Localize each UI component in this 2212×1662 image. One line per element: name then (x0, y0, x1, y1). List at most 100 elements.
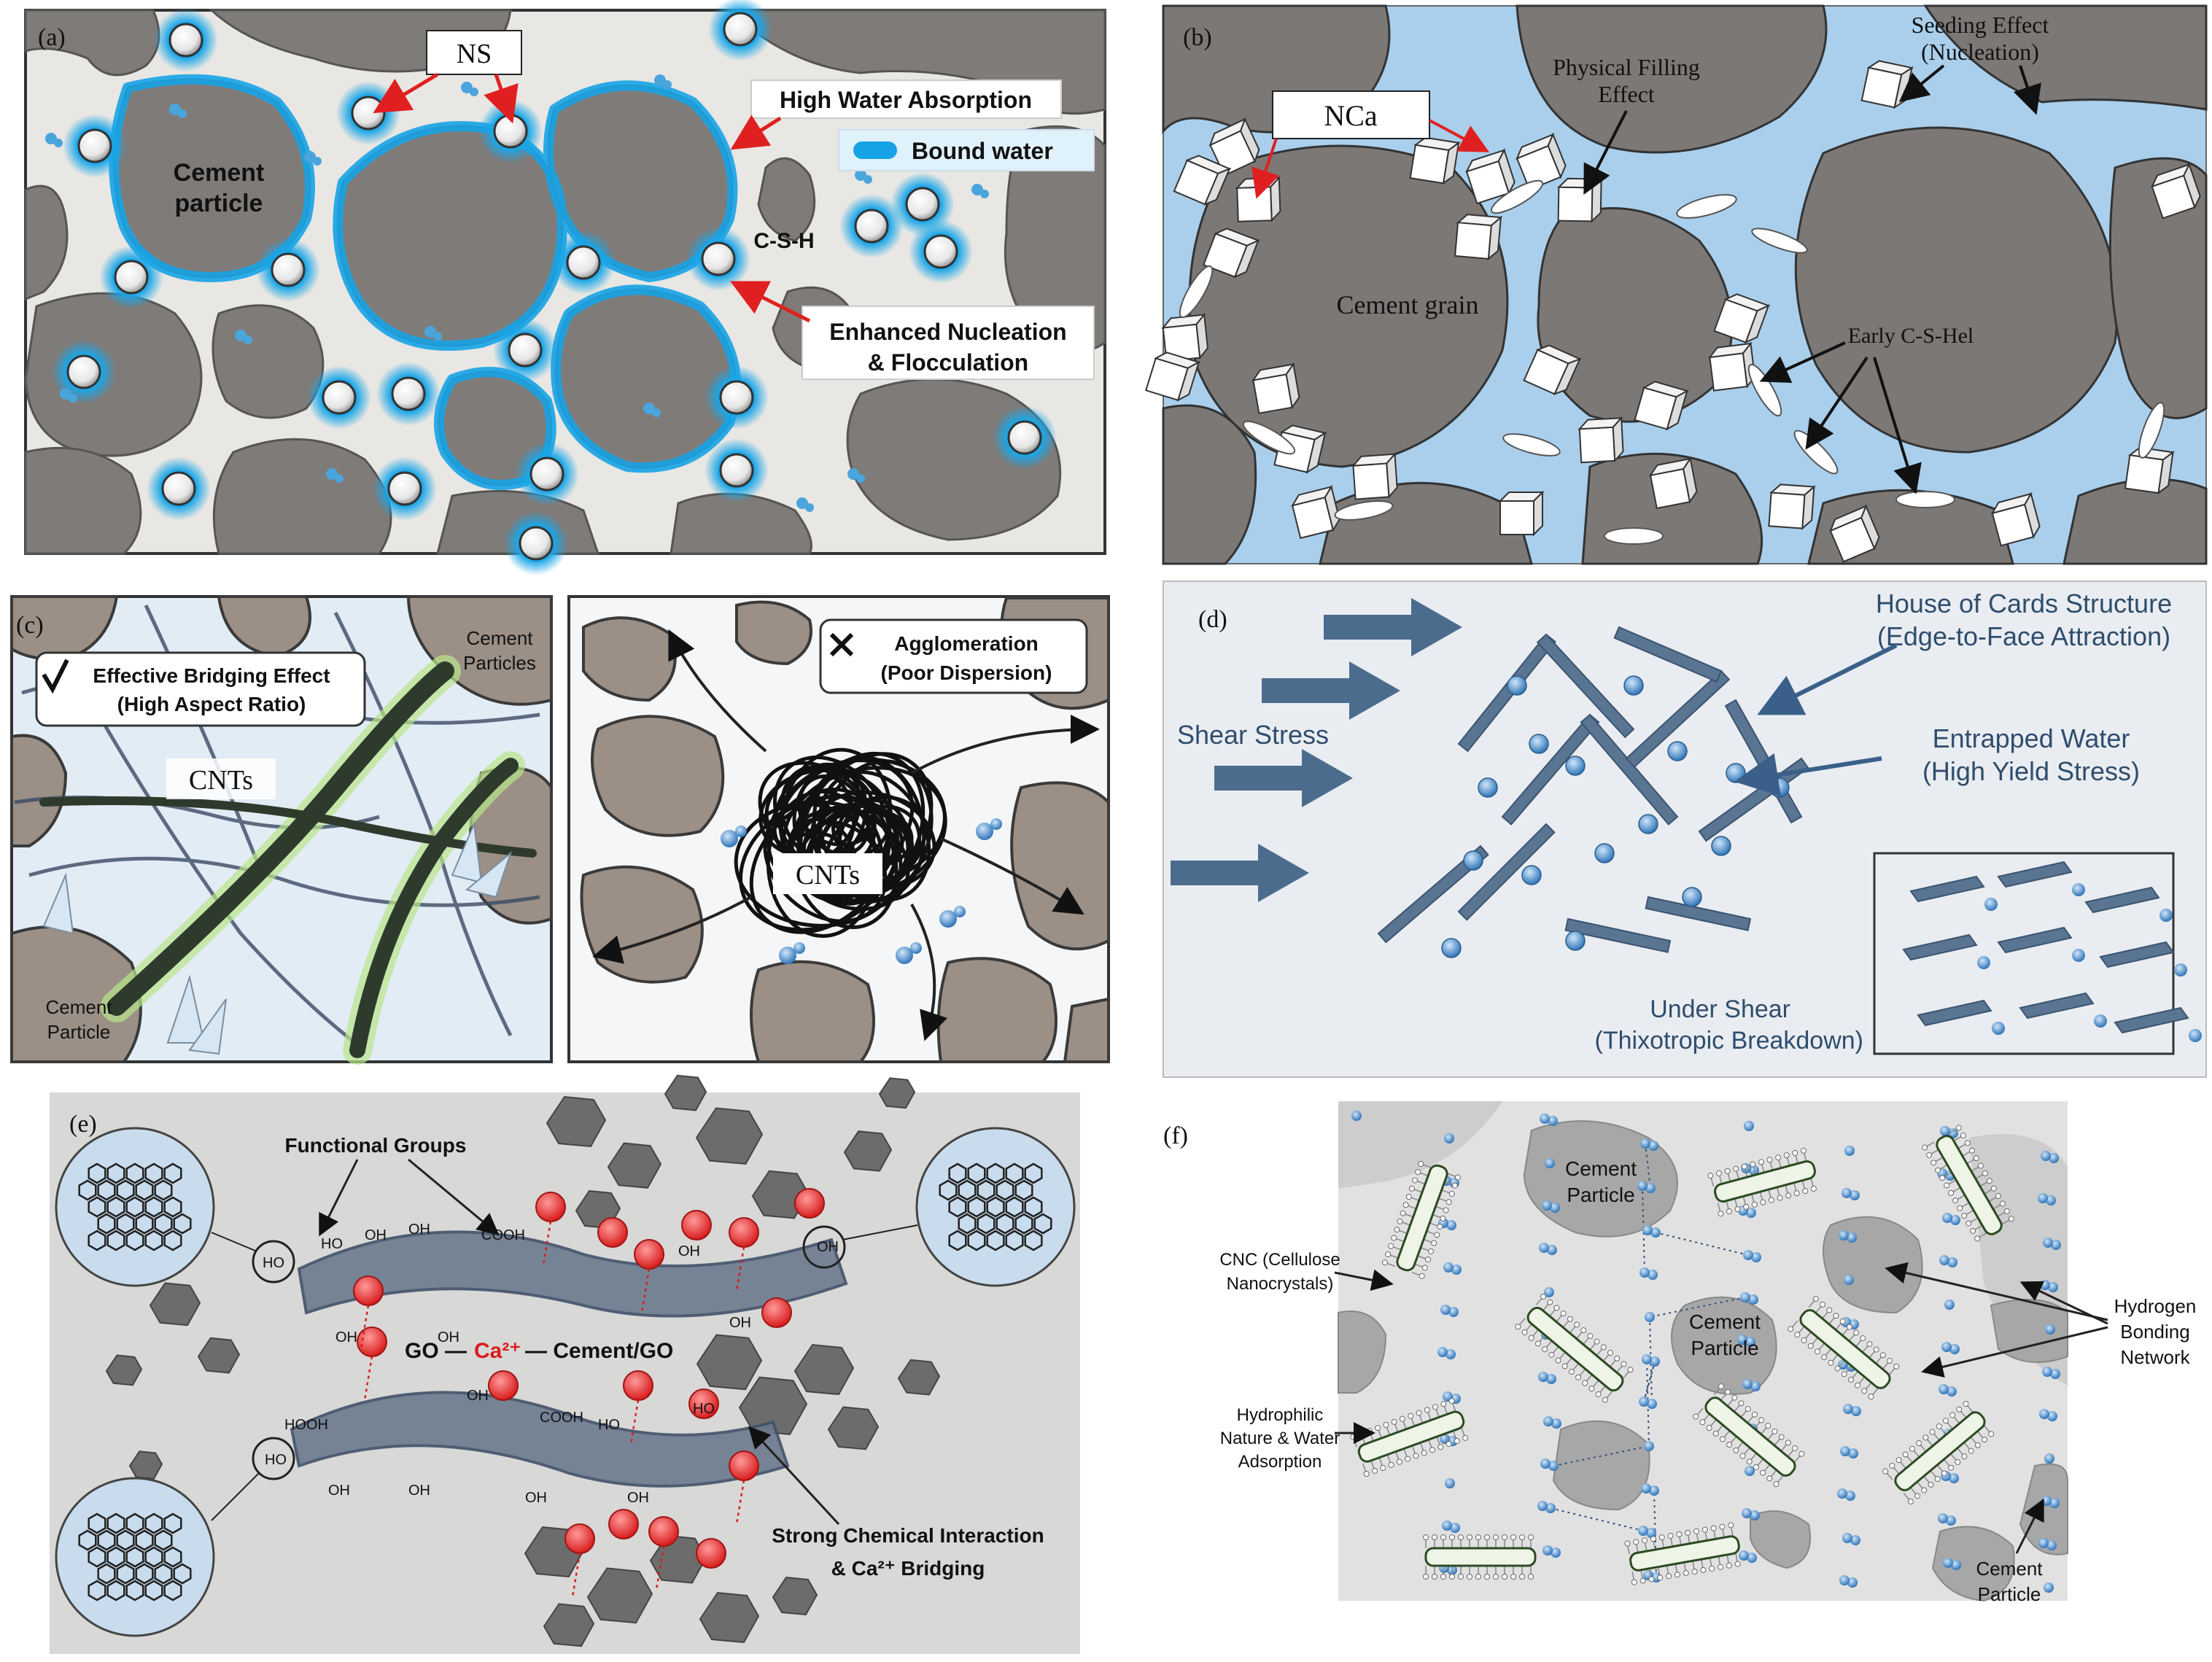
panel-b-tag: (b) (1183, 24, 1212, 51)
panel-c-radial-arrows (592, 629, 1100, 1041)
panel-a-cement-label-2: particle (175, 190, 263, 217)
panel-f-cp-br-1: Cement (1976, 1558, 2043, 1580)
panel-f-hbond-2: Bonding (2120, 1321, 2189, 1343)
panel-f-cp-mid-1: Cement (1689, 1310, 1761, 1333)
panel-d: (d) Shear Stress House of Cards Structur… (1163, 580, 2207, 1078)
panel-e-inset-bottom-left (55, 1477, 215, 1637)
panel-d-shear-arrows (1171, 598, 1462, 902)
svg-text:COOH: COOH (540, 1410, 583, 1426)
panel-c-bridging-box (35, 651, 366, 727)
panel-f-cnc-2: Nanocrystals) (1227, 1274, 1334, 1294)
svg-text:OH: OH (438, 1329, 459, 1345)
panel-f-cp-top-2: Particle (1567, 1184, 1634, 1206)
panel-d-entrapped-2: (High Yield Stress) (1922, 756, 2140, 786)
panel-c: (c) Effective Bridging Effect (High Aspe… (10, 595, 1110, 1065)
panel-c-tag: (c) (16, 612, 44, 639)
panel-f: (f) CNC (Cellulose Nanocrystals) Hydroph… (1149, 1101, 2212, 1655)
panel-a-nucleation-2: & Flocculation (868, 349, 1028, 376)
panel-c-cement-particles-2: Particles (463, 652, 536, 674)
panel-a-ns-box (426, 30, 522, 75)
panel-b-csh-arrow-3 (1873, 357, 1922, 494)
panel-d-entrapped-1: Entrapped Water (1933, 723, 2130, 753)
svg-text:OH: OH (678, 1243, 700, 1259)
panel-e-callout-line-1 (211, 1232, 256, 1251)
panel-b: (b) NCa Physical Filling Effect Seeding … (1145, 4, 2208, 565)
panel-a-nano-silica-spheres (45, 0, 1057, 575)
panel-b-seeding-1: Seeding Effect (1912, 12, 2049, 38)
panel-f-cnc-rods (1350, 1125, 2014, 1585)
panel-f-hbond-arrow-2 (2019, 1281, 2108, 1325)
panel-e-go-label: GO — (405, 1339, 467, 1363)
svg-text:HO: HO (263, 1255, 284, 1271)
panel-e-strong-1: Strong Chemical Interaction (772, 1524, 1044, 1547)
svg-text:OH: OH (627, 1490, 649, 1506)
panel-b-early-csh-label: Early C-S-Hel (1848, 324, 1974, 348)
panel-c-cement-particle-bl-2: Particle (47, 1021, 111, 1043)
panel-f-cnc-1: CNC (Cellulose (1219, 1250, 1340, 1270)
panel-a-nucleation-box (802, 306, 1095, 380)
panel-a-ns-arrow-1 (373, 72, 439, 114)
svg-text:OH: OH (525, 1490, 547, 1506)
panel-c-cnts-left-label: CNTs (189, 765, 253, 796)
panel-c-cross-icon (829, 632, 854, 657)
panel-e-fg-arrow-1 (319, 1159, 359, 1237)
panel-a-nucleation-1: Enhanced Nucleation (829, 319, 1066, 345)
panel-d-under-shear-1: Under Shear (1650, 995, 1790, 1023)
panel-c-cement-particles-1: Cement (466, 627, 533, 649)
panel-e-callout-ring-tr (802, 1225, 846, 1269)
panel-e-strong-2: & Ca²⁺ Bridging (831, 1557, 985, 1580)
panel-d-tag: (d) (1198, 606, 1227, 633)
panel-a-csh-label: C-S-H (753, 229, 814, 253)
panel-f-hbond-arrow-3 (1921, 1326, 2108, 1378)
panel-b-nca-arrow-1 (1251, 138, 1280, 199)
panel-c-agglom-2: (Poor Dispersion) (881, 661, 1052, 684)
panel-c-check-icon (42, 659, 69, 694)
panel-a-high-water-box (750, 79, 1062, 119)
panel-e-hex-lattice (78, 1162, 1052, 1601)
svg-text:OH: OH (729, 1315, 751, 1331)
panel-f-hydro-3: Adsorption (1238, 1452, 1322, 1472)
svg-text:HO: HO (321, 1236, 343, 1252)
panel-a-cement-label-1: Cement (174, 159, 265, 187)
panel-b-csh-arrow-2 (1805, 356, 1868, 450)
panel-f-cp-mid-2: Particle (1691, 1337, 1758, 1359)
panel-e-callout-line-3 (211, 1472, 260, 1521)
panel-a-bound-water-swatch (853, 141, 897, 159)
svg-text:OH: OH (335, 1329, 357, 1345)
panel-c-agglom-box (819, 618, 1088, 694)
panel-f-cp-top-1: Cement (1565, 1157, 1637, 1180)
panel-a-nucleation-arrow (730, 281, 811, 323)
panel-c-cnt-bundles (39, 655, 537, 1065)
panel-a-ns-label: NS (457, 39, 492, 69)
svg-text:OH: OH (408, 1222, 430, 1238)
panel-e-callout-ring-bl (252, 1437, 295, 1480)
panel-b-csh-ellipses (1179, 179, 2165, 545)
panel-b-nca-arrow-2 (1429, 119, 1490, 152)
panel-e-ca-label: Ca²⁺ (474, 1339, 521, 1363)
panel-b-nca-box (1272, 90, 1430, 139)
panel-e-go-sheet-bottom (290, 1391, 790, 1488)
panel-e-ca-ions (353, 1188, 825, 1598)
panel-b-csh-arrow-1 (1759, 341, 1846, 383)
panel-b-filling-arrow (1583, 110, 1628, 195)
panel-c-cnts-left-bg (166, 758, 276, 799)
panel-b-cement-grain-label: Cement grain (1337, 290, 1479, 319)
panel-d-clay-plates (1377, 626, 1809, 958)
panel-d-dispersed-plates (1902, 861, 2202, 1042)
panel-f-tag: (f) (1163, 1122, 1188, 1149)
svg-text:HO: HO (265, 1452, 287, 1468)
panel-a: (a) Cement particle NS High Water Absorp… (24, 0, 1106, 575)
panel-b-filling-1: Physical Filling (1553, 54, 1700, 80)
panel-e-cement-go-label: — Cement/GO (525, 1339, 673, 1363)
svg-text:OH: OH (328, 1483, 350, 1499)
panel-a-ns-arrow-2 (484, 74, 519, 124)
svg-text:HO: HO (598, 1417, 620, 1433)
panel-f-hbond-arrow-1 (1885, 1262, 2108, 1321)
panel-d-house-2: (Edge-to-Face Attraction) (1877, 621, 2170, 651)
panel-f-hydro-1: Hydrophilic (1237, 1405, 1324, 1425)
panel-e-cement-particles (105, 1074, 941, 1647)
panel-b-nca-label: NCa (1324, 99, 1378, 132)
panel-f-cp-br-2: Particle (1978, 1583, 2041, 1605)
svg-text:OH: OH (365, 1227, 387, 1243)
panel-e-functional-groups: Functional Groups (285, 1134, 467, 1157)
